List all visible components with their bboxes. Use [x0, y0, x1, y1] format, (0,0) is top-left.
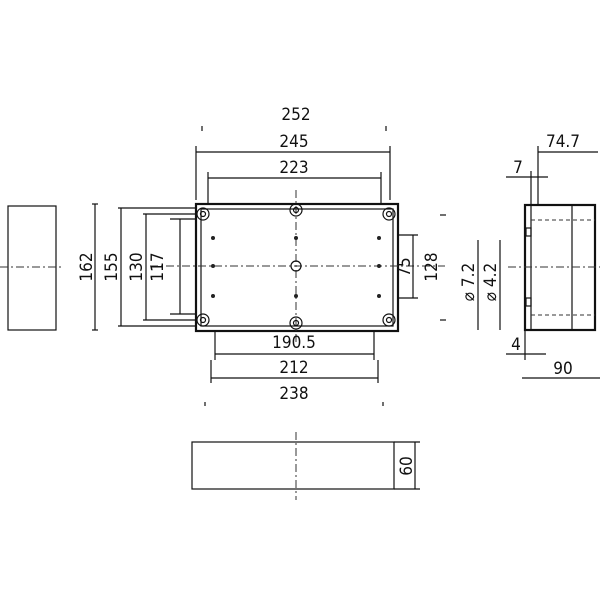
front-view: 252 245 223 190.5 212: [77, 105, 501, 406]
dim-label-245: 245: [279, 132, 308, 152]
dimension-4: 4: [506, 330, 546, 360]
dimension-128: 128: [422, 214, 446, 321]
dim-label-90: 90: [553, 359, 572, 379]
dimension-155: 155: [102, 207, 196, 327]
enclosure-outline: [194, 202, 400, 333]
dimension-223: 223: [207, 158, 382, 205]
dimension-130: 130: [127, 213, 196, 321]
dim-label-223: 223: [279, 158, 308, 178]
dim-label-dia-7-2: ⌀ 7.2: [459, 263, 479, 301]
dimension-75: 75: [395, 234, 418, 299]
dim-label-74-7: 74.7: [546, 132, 580, 152]
dim-label-dia-4-2: ⌀ 4.2: [481, 263, 501, 301]
dimension-dia-7-2: ⌀ 7.2: [459, 240, 479, 330]
dim-label-130: 130: [127, 252, 147, 281]
lid-inner-outline: [200, 208, 394, 327]
dimension-117: 117: [148, 218, 196, 315]
dim-label-162: 162: [77, 252, 97, 281]
side-view: 74.7 7 4 90: [506, 132, 600, 379]
dimension-212: 212: [210, 358, 379, 383]
lug-icon: [289, 316, 303, 330]
dimension-190-5: 190.5: [214, 330, 375, 360]
dim-label-238: 238: [279, 384, 308, 404]
corner-screw-icon: [196, 207, 210, 221]
left-end-view: [0, 205, 62, 331]
bottom-view: 60: [191, 432, 420, 500]
corner-screw-icon: [196, 313, 210, 327]
dim-label-75: 75: [395, 257, 415, 276]
dimension-90: 90: [522, 359, 600, 379]
dimension-162: 162: [77, 203, 98, 331]
left-end-outline: [7, 205, 57, 331]
corner-screw-icon: [382, 207, 396, 221]
dim-label-60: 60: [397, 456, 417, 475]
dimension-74-7: 74.7: [537, 132, 598, 205]
mounting-holes: [211, 236, 381, 298]
dim-label-4: 4: [511, 335, 521, 355]
dim-label-155: 155: [102, 252, 122, 281]
corner-screw-icon: [382, 313, 396, 327]
dim-label-212: 212: [279, 358, 308, 378]
dimension-dia-4-2: ⌀ 4.2: [481, 240, 501, 330]
lug-icon: [289, 203, 303, 217]
dim-label-190-5: 190.5: [272, 333, 316, 353]
dim-label-128: 128: [422, 252, 442, 281]
dimension-238: 238: [204, 384, 384, 406]
bottom-outline: [191, 441, 395, 490]
dimension-245: 245: [195, 132, 391, 200]
dim-label-7: 7: [513, 158, 523, 178]
dim-label-117: 117: [148, 252, 168, 281]
dim-label-252: 252: [281, 105, 310, 125]
dimension-252: 252: [201, 105, 387, 131]
dimension-7: 7: [506, 158, 548, 205]
